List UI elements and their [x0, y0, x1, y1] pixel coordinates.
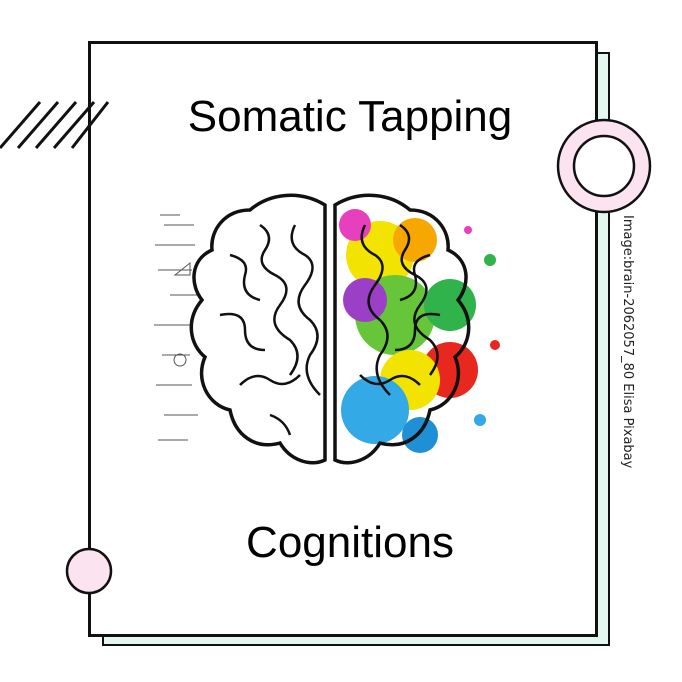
slash-decoration-icon — [0, 101, 110, 149]
card-frame — [88, 41, 598, 637]
page-title: Somatic Tapping — [187, 92, 513, 141]
page-subtitle: Cognitions — [246, 518, 454, 567]
circle-decoration-icon — [65, 547, 113, 595]
image-credit: Image:brain-2062057_80 Elisa Pixabay — [620, 215, 635, 469]
brain-illustration — [154, 193, 500, 465]
ring-decoration-icon — [556, 118, 652, 214]
